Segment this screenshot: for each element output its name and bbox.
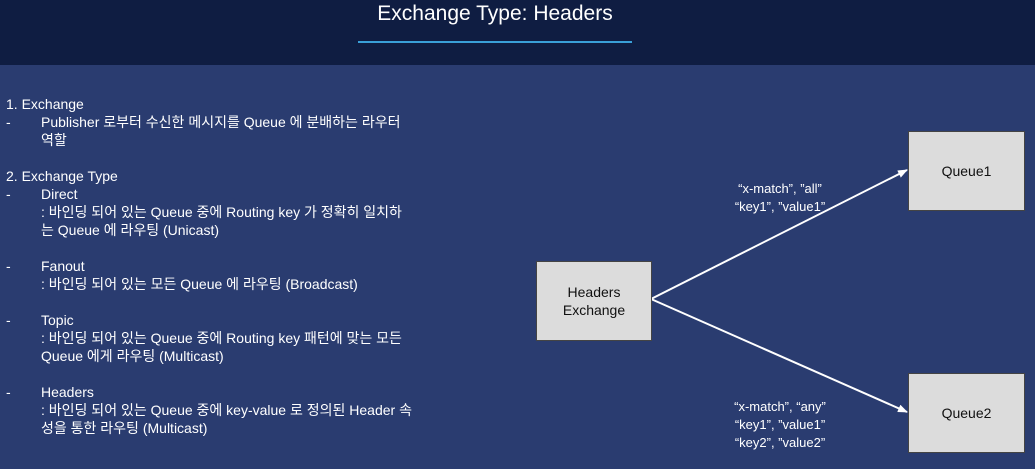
bullet-dash: - bbox=[6, 186, 11, 202]
bullet-dash: - bbox=[6, 114, 11, 130]
headers-exchange-box: Headers Exchange bbox=[536, 261, 652, 341]
title-bar: Exchange Type: Headers bbox=[0, 0, 1035, 65]
title-underline bbox=[358, 41, 632, 43]
type-name: Direct bbox=[41, 186, 78, 202]
binding-line: “key2”, ”value2” bbox=[734, 435, 826, 450]
bullet-dash: - bbox=[6, 384, 11, 400]
type-item-fanout: - Fanout : 바인딩 되어 있는 모든 Queue 에 라우팅 (Bro… bbox=[6, 257, 476, 293]
type-item-direct: - Direct : 바인딩 되어 있는 Queue 중에 Routing ke… bbox=[6, 185, 476, 239]
desc-line: : 바인딩 되어 있는 Queue 중에 Routing key 패턴에 맞는 … bbox=[41, 330, 402, 346]
desc-line: 역할 bbox=[41, 132, 67, 148]
type-item-headers: - Headers : 바인딩 되어 있는 Queue 중에 key-value… bbox=[6, 383, 476, 437]
bullet-dash: - bbox=[6, 258, 11, 274]
binding-line: “key1”, ”value1” bbox=[734, 199, 826, 214]
desc-line: 성을 통한 라우팅 (Multicast) bbox=[41, 420, 208, 436]
binding-line: “x-match”, ”all” bbox=[738, 181, 822, 196]
exchange-label-line: Headers bbox=[567, 284, 621, 300]
type-name: Fanout bbox=[41, 258, 85, 274]
desc-line: : 바인딩 되어 있는 모든 Queue 에 라우팅 (Broadcast) bbox=[41, 276, 358, 292]
exchange-label-line: Exchange bbox=[562, 302, 626, 318]
queue2-box: Queue2 bbox=[908, 373, 1025, 453]
binding-line: “x-match”, “any” bbox=[734, 399, 826, 414]
arrow-to-queue1 bbox=[650, 169, 908, 300]
desc-line: 는 Queue 에 라우팅 (Unicast) bbox=[41, 222, 219, 238]
binding-line: “key1”, ”value1” bbox=[734, 417, 826, 432]
desc-line: Publisher 로부터 수신한 메시지를 Queue 에 분배하는 라우터 bbox=[41, 114, 401, 130]
arrow-to-queue2 bbox=[650, 298, 908, 413]
type-name: Topic bbox=[41, 312, 74, 328]
desc-line: : 바인딩 되어 있는 Queue 중에 Routing key 가 정확히 일… bbox=[41, 204, 402, 220]
exchange-description: - Publisher 로부터 수신한 메시지를 Queue 에 분배하는 라우… bbox=[6, 113, 476, 149]
binding-label-queue1: “x-match”, ”all” “key1”, ”value1” bbox=[715, 180, 845, 216]
text-content: 1. Exchange - Publisher 로부터 수신한 메시지를 Que… bbox=[6, 95, 476, 437]
type-name: Headers bbox=[41, 384, 94, 400]
page-title: Exchange Type: Headers bbox=[377, 2, 613, 25]
bullet-dash: - bbox=[6, 312, 11, 328]
queue1-label: Queue1 bbox=[941, 163, 992, 179]
desc-line: Queue 에게 라우팅 (Multicast) bbox=[41, 348, 224, 364]
section-exchange-heading: 1. Exchange bbox=[6, 96, 84, 112]
queue2-label: Queue2 bbox=[941, 405, 992, 421]
section-exchange-type-heading: 2. Exchange Type bbox=[6, 168, 118, 184]
binding-label-queue2: “x-match”, “any” “key1”, ”value1” “key2”… bbox=[715, 398, 845, 452]
desc-line: : 바인딩 되어 있는 Queue 중에 key-value 로 정의된 Hea… bbox=[41, 402, 412, 418]
type-item-topic: - Topic : 바인딩 되어 있는 Queue 중에 Routing key… bbox=[6, 311, 476, 365]
queue1-box: Queue1 bbox=[908, 131, 1025, 211]
